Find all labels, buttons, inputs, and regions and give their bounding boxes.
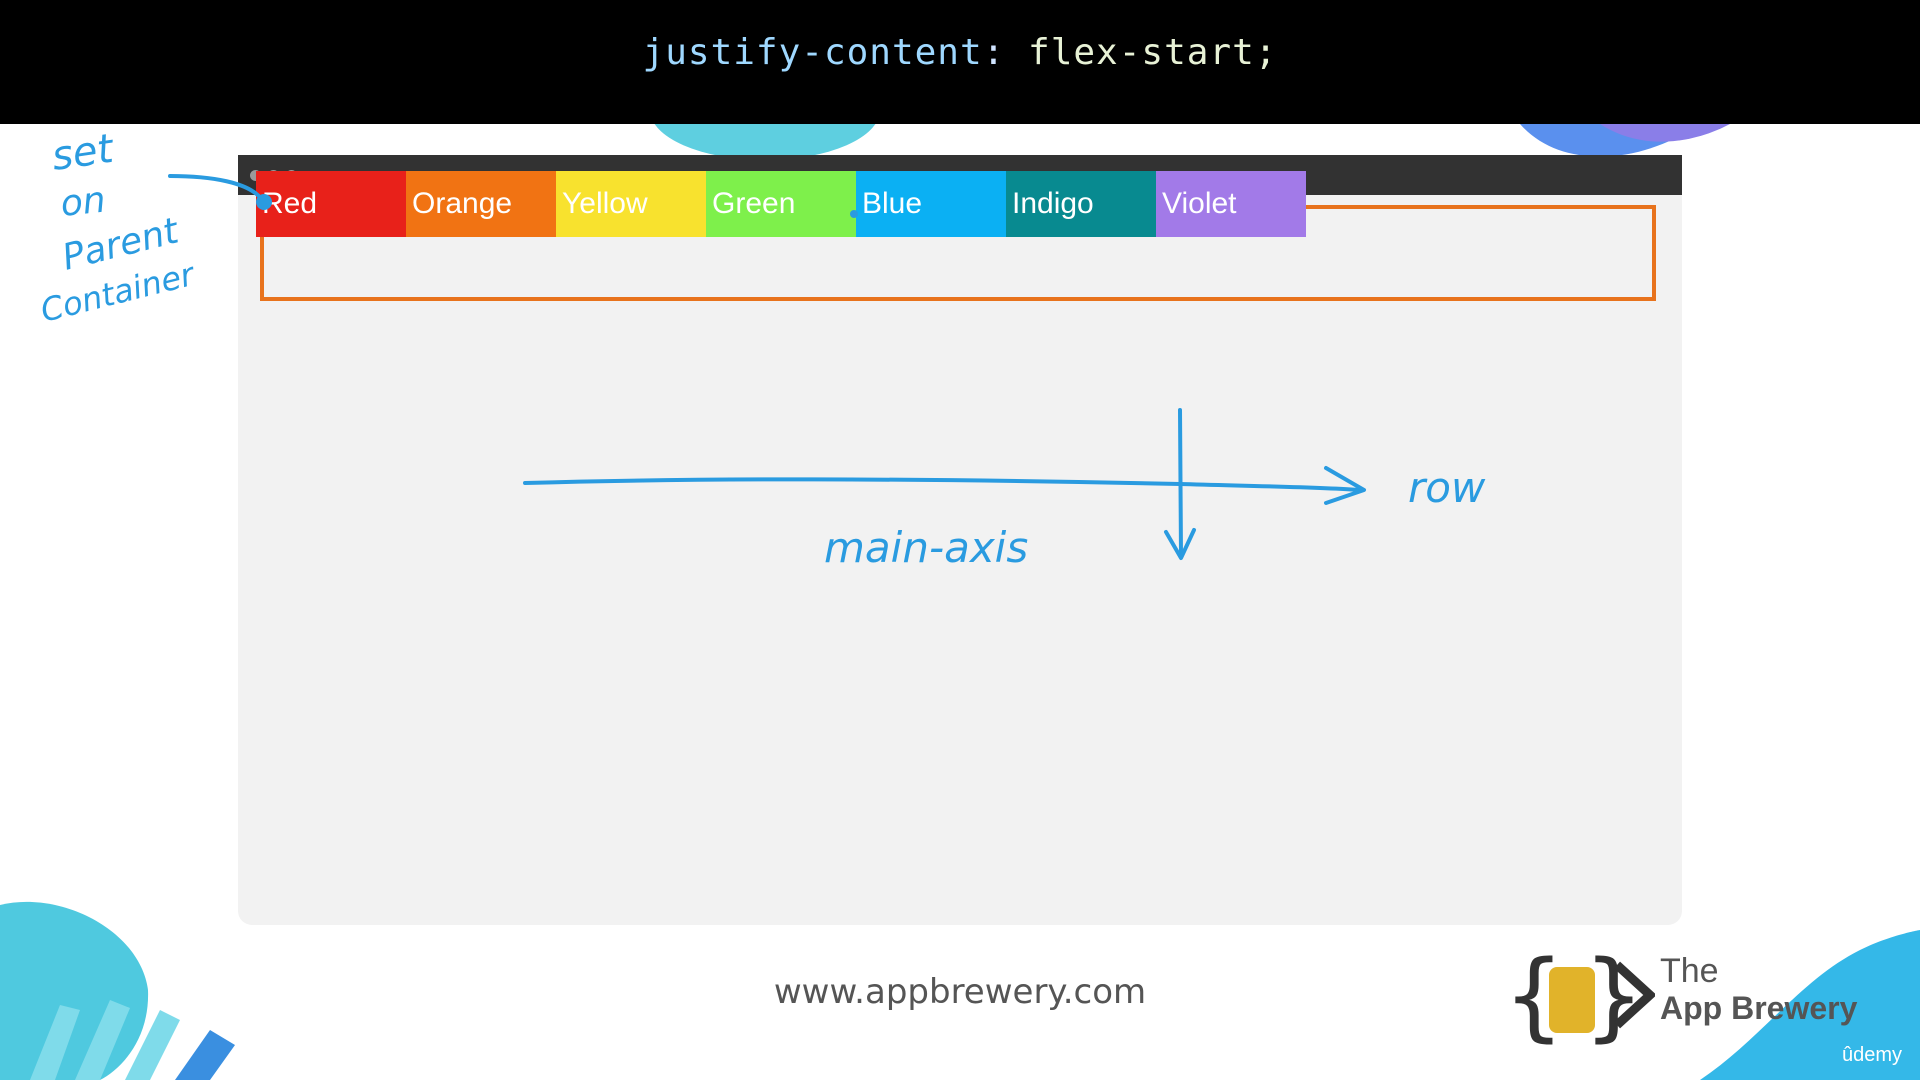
note-set: set xyxy=(49,126,117,180)
flex-item-orange: Orange xyxy=(406,171,556,237)
main-axis-label: main-axis xyxy=(824,523,1028,572)
pointer-dot xyxy=(256,194,272,210)
browser-window: Red Orange Yellow Green Blue Indigo Viol… xyxy=(238,155,1682,925)
flex-item-green: Green xyxy=(706,171,856,237)
flex-item-indigo: Indigo xyxy=(1006,171,1156,237)
direction-label: row xyxy=(1408,463,1486,512)
main-axis-arrowhead xyxy=(1324,466,1366,505)
pointer-line xyxy=(168,174,264,202)
flex-item-label: Indigo xyxy=(1012,187,1094,220)
website-url: www.appbrewery.com xyxy=(773,972,1147,1012)
css-colon: : xyxy=(982,31,1006,73)
app-brewery-logo-icon: { } xyxy=(1505,945,1655,1045)
flex-item-yellow: Yellow xyxy=(556,171,706,237)
code-banner: justify-content: flex-start; xyxy=(0,0,1920,124)
flex-items-row: Red Orange Yellow Green Blue Indigo Viol… xyxy=(256,171,1306,237)
flex-item-label: Orange xyxy=(412,187,513,220)
cross-axis-line xyxy=(1178,408,1183,558)
flex-item-label: Blue xyxy=(862,187,923,220)
flex-item-label: Green xyxy=(712,187,796,220)
cross-axis-arrowhead xyxy=(1164,528,1196,560)
flex-item-blue: Blue xyxy=(856,171,1006,237)
css-value: flex-start; xyxy=(1028,31,1278,73)
marker-dot xyxy=(850,210,858,218)
window-control-dot[interactable] xyxy=(250,170,261,181)
note-on: on xyxy=(59,179,108,224)
flex-item-red: Red xyxy=(256,171,406,237)
main-axis-line xyxy=(523,477,1362,492)
flex-item-label: Violet xyxy=(1162,187,1237,220)
flex-item-label: Yellow xyxy=(562,187,648,220)
flex-item-violet: Violet xyxy=(1156,171,1306,237)
svg-text:}: } xyxy=(1585,945,1643,1045)
